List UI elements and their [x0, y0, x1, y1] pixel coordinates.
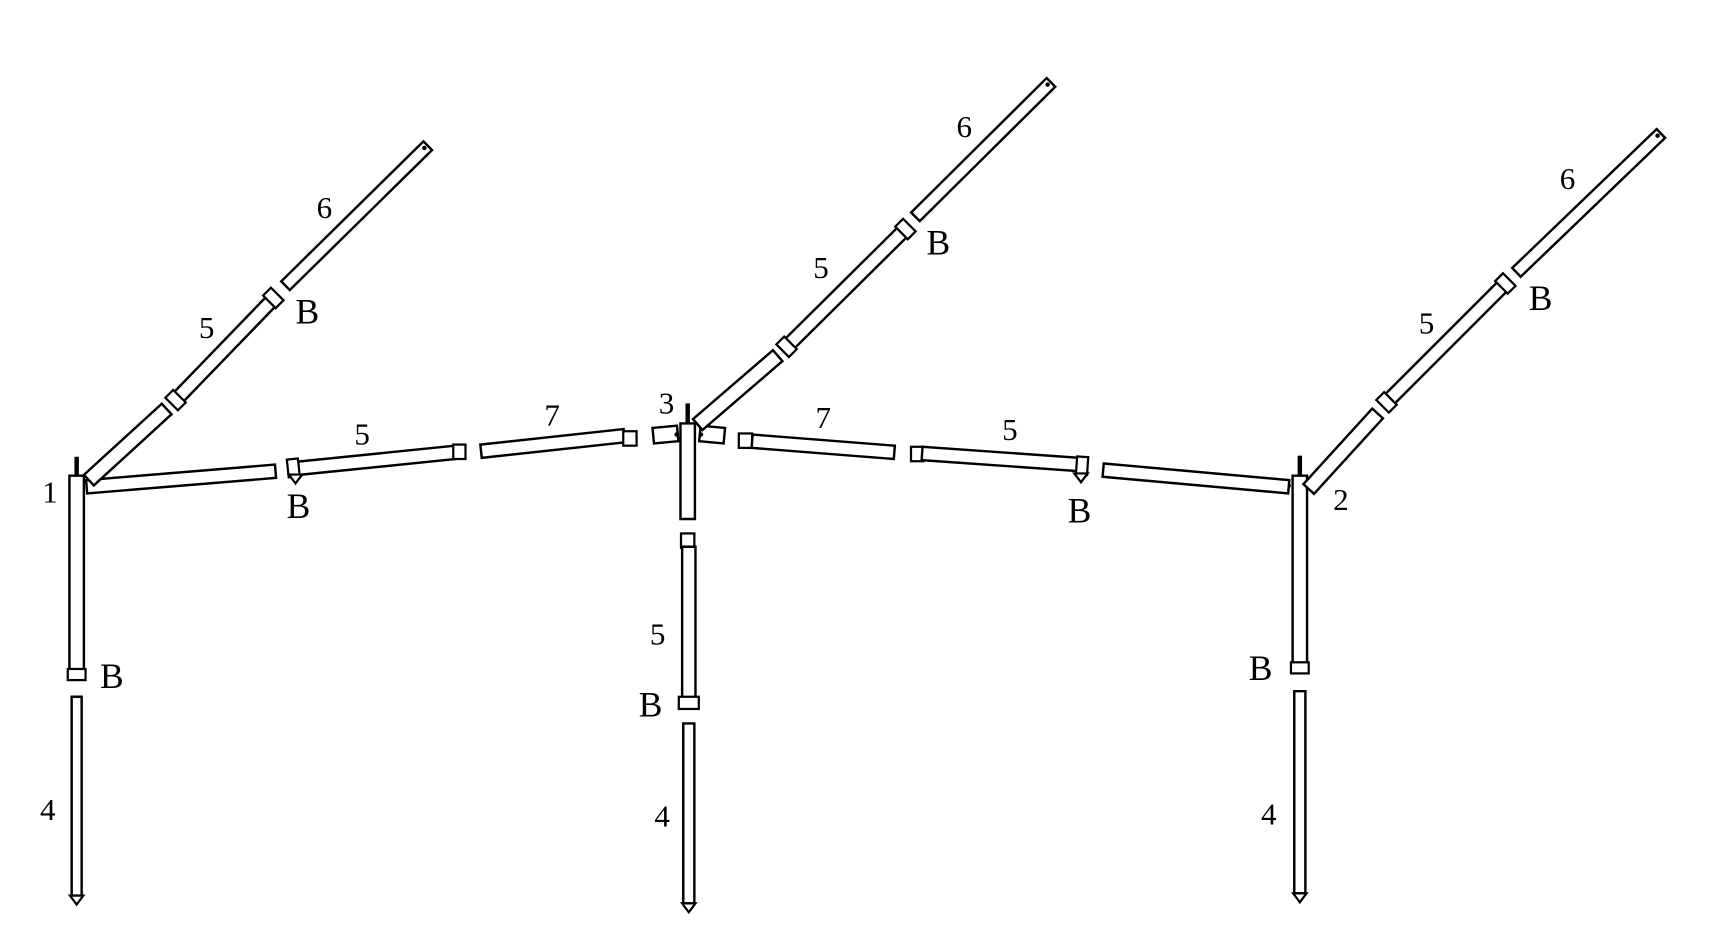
leg-label-left: 4 [40, 792, 56, 827]
center-leg-tube [682, 722, 696, 905]
labels: 1 2 3 4 4 4 5 5 5 7 7 5 5 5 6 6 6 B B B … [40, 109, 1575, 834]
clamp-label-center-rafter: B [927, 223, 951, 263]
right-leg-foot [1290, 892, 1309, 905]
tubes [66, 76, 1667, 915]
post-label-1: 1 [42, 474, 58, 509]
right-rafter-extension-label: 5 [1419, 305, 1435, 340]
center-rafter-joint [774, 335, 799, 359]
right-rafter-end-tube [1510, 127, 1667, 279]
left-ridge-tube [478, 427, 627, 460]
center-leg-foot [679, 902, 698, 915]
center-extension-tube [680, 545, 697, 700]
left-ridge-label: 7 [544, 398, 560, 433]
center-rafter-stub [691, 348, 785, 432]
clamp-label-right-post: B [1249, 648, 1273, 688]
left-leg-tube [70, 695, 83, 897]
left-eave-joint [452, 443, 467, 461]
clamp-label-right-rafter: B [1529, 278, 1553, 318]
right-rafter-end-label: 6 [1560, 161, 1576, 196]
left-post-tube [68, 474, 86, 672]
right-eave-clamp-screw [1072, 472, 1090, 485]
clamp-label-right-eave: B [1068, 490, 1092, 530]
right-rafter-extension-tube [1382, 279, 1510, 407]
left-post-clamp [66, 667, 87, 682]
left-rafter-clamp [261, 286, 286, 310]
left-rafter-end-label: 6 [317, 190, 333, 225]
center-rafter-extension-label: 5 [813, 250, 829, 285]
leg-label-center: 4 [654, 799, 670, 834]
center-right-connector [697, 424, 727, 445]
right-eave-clamp [1074, 455, 1090, 477]
left-rafter-joint [163, 388, 188, 412]
clamp-label-left-post: B [100, 656, 124, 696]
right-eave-extension-tube [920, 445, 1082, 473]
left-rafter-end-hole [422, 145, 427, 151]
right-ridge-label: 7 [815, 400, 831, 435]
right-eave-tube [1101, 462, 1291, 495]
left-rafter-stub [82, 401, 174, 488]
right-eave-extension-label: 5 [1002, 412, 1018, 447]
post-label-2: 2 [1333, 482, 1349, 517]
right-rafter-joint [1374, 390, 1399, 415]
clamp-label-center-post: B [639, 685, 663, 725]
center-right-hinge [698, 432, 704, 437]
left-leg-foot [67, 894, 86, 907]
center-post-tube [679, 422, 697, 521]
post-label-3: 3 [659, 385, 675, 420]
right-leg-tube [1293, 689, 1307, 895]
clamp-label-left-rafter: B [296, 291, 320, 331]
left-eave-extension-tube [289, 444, 458, 477]
center-rafter-end-label: 6 [957, 109, 973, 144]
right-ridge-joint [737, 432, 754, 450]
left-rafter-extension-label: 5 [199, 310, 215, 345]
center-rafter-clamp [893, 217, 918, 241]
right-rafter-stub [1301, 406, 1385, 496]
right-ridge-tube [750, 433, 897, 461]
center-post-clamp [677, 695, 700, 711]
left-eave-clamp-screw [286, 473, 305, 486]
right-rafter-clamp [1493, 271, 1518, 296]
leg-label-right: 4 [1261, 797, 1277, 832]
clamp-label-left-eave: B [287, 486, 311, 526]
right-post-clamp [1289, 661, 1310, 675]
center-rafter-end-hole [1045, 82, 1050, 87]
left-eave-extension-label: 5 [354, 417, 370, 452]
left-rafter-end-tube [279, 139, 434, 292]
left-ridge-joint [622, 430, 638, 447]
center-left-hinge [674, 432, 679, 437]
center-rafter-end-tube [909, 76, 1058, 223]
left-eave-tube [84, 463, 278, 495]
center-rafter-extension-tube [782, 224, 910, 352]
center-extension-label: 5 [650, 617, 666, 652]
right-rafter-end-hole [1655, 133, 1660, 138]
center-left-connector [651, 424, 680, 445]
right-post-tube [1291, 474, 1309, 665]
left-rafter-extension-tube [171, 293, 279, 405]
